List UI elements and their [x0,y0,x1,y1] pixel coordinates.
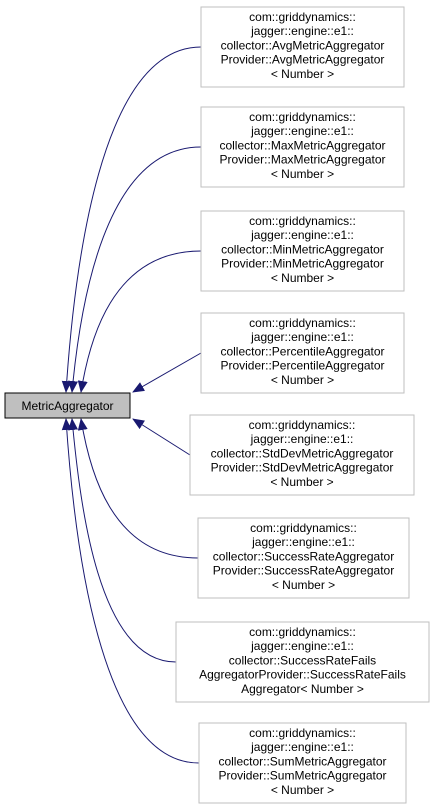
derived-class-label-line: com::griddynamics:: [249,418,356,432]
derived-class-node[interactable]: com::griddynamics::jagger::engine::e1::c… [197,517,410,599]
inheritance-edge [68,418,177,663]
derived-class-label-line: jagger::engine::e1:: [250,639,354,653]
derived-class-label-line: com::griddynamics:: [249,10,356,24]
inheritance-edge [132,418,191,456]
inheritance-edges [61,46,202,764]
derived-class-node[interactable]: com::griddynamics::jagger::engine::e1::c… [189,414,415,496]
inheritance-edge [132,352,202,393]
derived-class-label-line: collector::SumMetricAggregator [218,754,386,768]
derived-class-label-line: < Number > [271,783,334,797]
derived-class-label-line: jagger::engine::e1:: [250,124,354,138]
derived-class-node[interactable]: com::griddynamics::jagger::engine::e1::c… [200,106,405,188]
derived-class-label-line: collector::StdDevMetricAggregator [211,446,394,460]
derived-class-node[interactable]: com::griddynamics::jagger::engine::e1::c… [200,210,405,292]
base-class-label: MetricAggregator [21,399,113,413]
derived-class-label-line: com::griddynamics:: [249,625,356,639]
derived-class-label-line: collector::MaxMetricAggregator [219,138,385,152]
derived-class-box [198,722,407,804]
inheritance-edge [68,146,202,393]
base-class-box [4,392,131,419]
derived-class-label-line: com::griddynamics:: [250,521,357,535]
derived-class-box [197,517,410,599]
derived-class-label-line: com::griddynamics:: [249,316,356,330]
base-class-node[interactable]: MetricAggregator [4,392,131,419]
derived-class-box [200,312,405,394]
derived-class-label-line: < Number > [271,271,334,285]
inheritance-edge [61,46,202,393]
derived-class-node[interactable]: com::griddynamics::jagger::engine::e1::c… [175,621,430,703]
derived-class-label-line: jagger::engine::e1:: [250,228,354,242]
derived-class-label-line: com::griddynamics:: [249,214,356,228]
derived-class-box [189,414,415,496]
class-nodes: com::griddynamics::jagger::engine::e1::c… [175,6,430,804]
derived-class-label-line: Provider::StdDevMetricAggregator [211,461,394,475]
derived-class-label-line: Provider::MinMetricAggregator [221,257,384,271]
inheritance-edge [77,418,199,559]
derived-class-box [200,210,405,292]
inheritance-edge [61,418,200,764]
derived-class-label-line: < Number > [271,67,334,81]
derived-class-box [175,621,430,703]
derived-class-label-line: com::griddynamics:: [249,110,356,124]
derived-class-label-line: Provider::MaxMetricAggregator [219,153,385,167]
derived-class-label-line: Provider::PercentileAggregator [220,359,384,373]
derived-class-label-line: collector::AvgMetricAggregator [221,38,385,52]
derived-class-label-line: collector::SuccessRateFails [229,653,376,667]
derived-class-label-line: < Number > [271,167,334,181]
derived-class-label-line: collector::MinMetricAggregator [221,242,384,256]
derived-class-node[interactable]: com::griddynamics::jagger::engine::e1::c… [200,6,405,88]
inheritance-edge [77,250,202,393]
derived-class-box [200,106,405,188]
derived-class-label-line: jagger::engine::e1:: [250,432,354,446]
derived-class-label-line: jagger::engine::e1:: [251,535,355,549]
derived-class-label-line: collector::SuccessRateAggregator [213,549,394,563]
derived-class-label-line: Provider::SuccessRateAggregator [213,564,394,578]
derived-class-node[interactable]: com::griddynamics::jagger::engine::e1::c… [198,722,407,804]
derived-class-label-line: jagger::engine::e1:: [250,24,354,38]
derived-class-label-line: < Number > [270,475,333,489]
derived-class-label-line: < Number > [272,578,335,592]
derived-class-label-line: AggregatorProvider::SuccessRateFails [199,668,406,682]
derived-class-label-line: jagger::engine::e1:: [250,740,354,754]
derived-class-node[interactable]: com::griddynamics::jagger::engine::e1::c… [200,312,405,394]
derived-class-label-line: Provider::SumMetricAggregator [218,769,386,783]
derived-class-label-line: < Number > [271,373,334,387]
derived-class-label-line: com::griddynamics:: [249,726,356,740]
derived-class-box [200,6,405,88]
derived-class-label-line: jagger::engine::e1:: [250,330,354,344]
derived-class-label-line: Provider::AvgMetricAggregator [221,53,385,67]
derived-class-label-line: Aggregator< Number > [241,682,364,696]
derived-class-label-line: collector::PercentileAggregator [220,344,384,358]
